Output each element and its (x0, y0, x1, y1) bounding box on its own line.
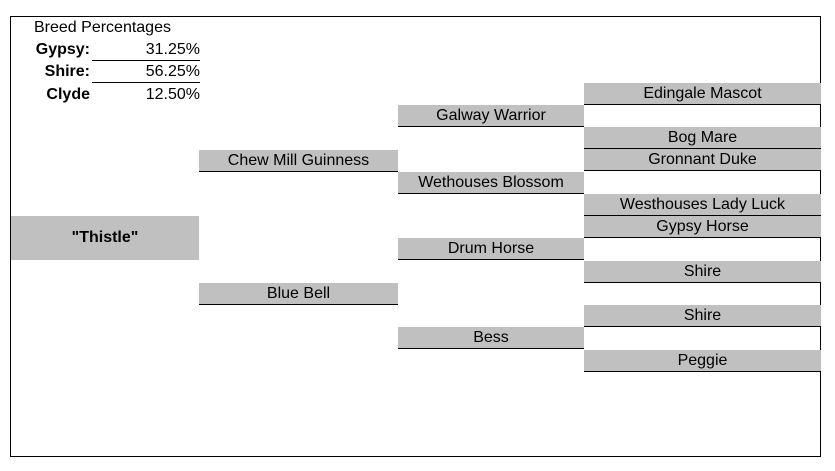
breed-value: 12.50% (145, 86, 200, 103)
great-grandparent-cell: Gronnant Duke (584, 149, 821, 171)
breed-divider (92, 82, 200, 83)
grandparent-cell: Galway Warrior (398, 105, 584, 127)
breed-row-clyde: Clyde 12.50% (12, 84, 200, 106)
subject-horse-cell: "Thistle" (11, 216, 199, 260)
great-grandparent-cell: Shire (584, 261, 821, 283)
breed-row-gypsy: Gypsy: 31.25% (12, 39, 200, 61)
great-grandparent-cell: Bog Mare (584, 127, 821, 149)
great-grandparent-cell: Westhouses Lady Luck (584, 194, 821, 216)
breed-divider (92, 60, 200, 61)
great-grandparent-cell: Peggie (584, 350, 821, 372)
breed-name: Shire: (44, 63, 90, 80)
breed-name: Clyde (46, 86, 90, 103)
breed-value: 31.25% (145, 41, 200, 58)
grandparent-cell: Bess (398, 327, 584, 349)
grandparent-cell: Drum Horse (398, 238, 584, 260)
breed-value: 56.25% (145, 63, 200, 80)
sire-cell: Chew Mill Guinness (199, 150, 398, 172)
breed-percentages-title: Breed Percentages (34, 19, 171, 36)
breed-row-shire: Shire: 56.25% (12, 61, 200, 83)
great-grandparent-cell: Shire (584, 305, 821, 327)
grandparent-cell: Wethouses Blossom (398, 172, 584, 194)
breed-name: Gypsy: (35, 41, 90, 58)
dam-cell: Blue Bell (199, 283, 398, 305)
great-grandparent-cell: Gypsy Horse (584, 216, 821, 238)
great-grandparent-cell: Edingale Mascot (584, 83, 821, 105)
